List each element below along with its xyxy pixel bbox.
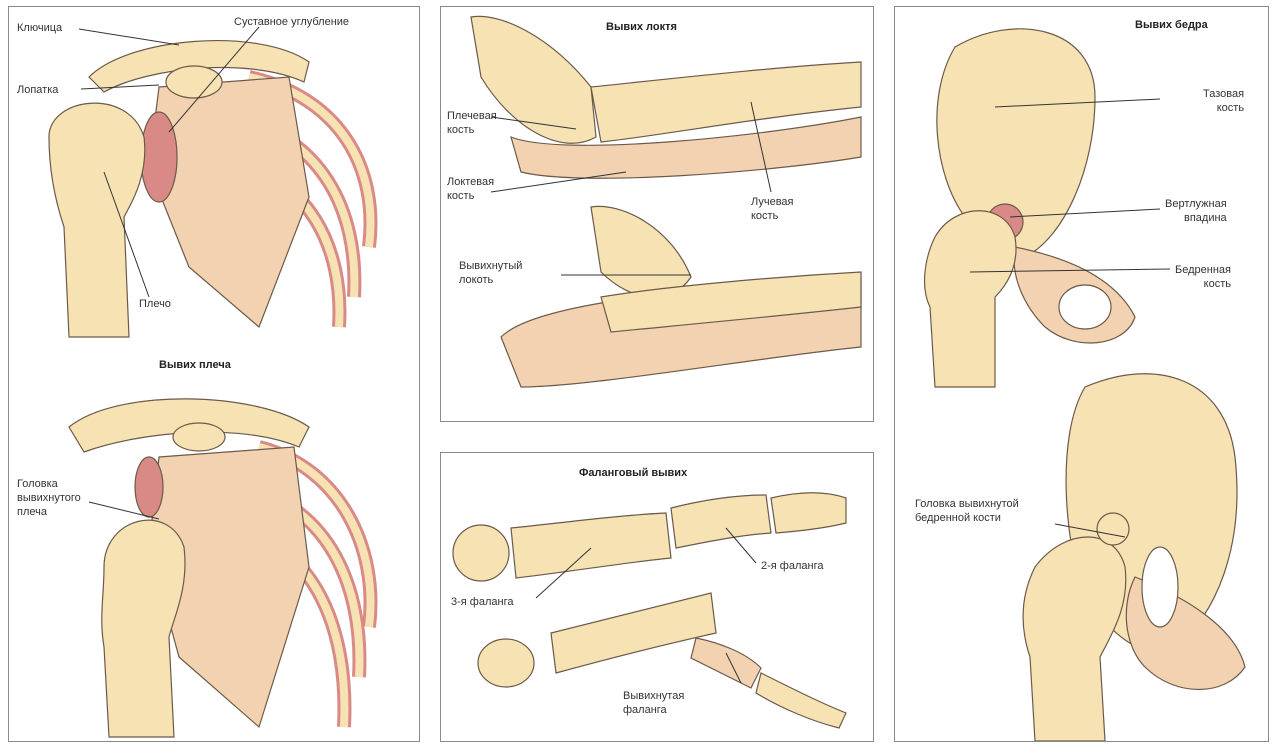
elbow-panel: Вывих локтя Плечевая кость Локтевая кост… <box>440 6 874 422</box>
shoulder-illustration <box>9 7 419 741</box>
scapula-label: Лопатка <box>17 83 58 97</box>
femur-bone <box>925 211 1016 387</box>
dislocated-foramen <box>1142 547 1178 627</box>
hip-illustration <box>895 7 1268 741</box>
third-phalanx-label: 3-я фаланга <box>451 595 513 609</box>
dislocated-phalanx-bone <box>691 638 761 688</box>
obturator-foramen <box>1059 285 1111 329</box>
shoulder-dislocated-drawing <box>69 399 371 737</box>
dislocated-femur-head-label: Головка вывихнутой бедренной кости <box>915 497 1019 525</box>
clavicle-label: Ключица <box>17 21 62 35</box>
third-phalanx-bone <box>511 513 671 578</box>
femur-label: Бедренная кость <box>1175 263 1231 291</box>
phalanx-dislocation-title: Фаланговый вывих <box>579 467 687 479</box>
distal-phalanx-bone <box>771 493 846 533</box>
dislocated-metacarpal-bone <box>478 639 534 687</box>
acetabulum-label: Вертлужная впадина <box>1165 197 1227 225</box>
elbow-humerus-label: Плечевая кость <box>447 109 497 137</box>
dislocated-femur-bone <box>1023 537 1126 741</box>
shoulder-panel: Ключица Суставное углубление Лопатка Пле… <box>8 6 420 742</box>
dislocated-femur-head <box>1097 513 1129 545</box>
dislocated-elbow-label: Вывихнутый локоть <box>459 259 522 287</box>
hip-panel: Вывих бедра Тазовая кость Вертлужная впа… <box>894 6 1269 742</box>
dislocated-phalanx-label: Вывихнутая фаланга <box>623 689 684 717</box>
elbow-dislocation-title: Вывих локтя <box>606 21 677 33</box>
shoulder-dislocation-title: Вывих плеча <box>159 359 231 371</box>
metacarpal-head-bone <box>453 525 509 581</box>
dislocated-distal-bone <box>756 673 846 728</box>
elbow-radius-label: Лучевая кость <box>751 195 794 223</box>
elbow-ulna-label: Локтевая кость <box>447 175 494 203</box>
second-phalanx-bone <box>671 495 771 548</box>
dislocated-shoulder-head-label: Головка вывихнутого плеча <box>17 477 81 519</box>
humerus-label: Плечо <box>139 297 171 311</box>
phalanx-panel: Фаланговый вывих 3-я фаланга 2-я фаланга… <box>440 452 874 742</box>
second-phalanx-label: 2-я фаланга <box>761 559 823 573</box>
elbow-illustration <box>441 7 873 421</box>
glenoid-label: Суставное углубление <box>234 15 349 29</box>
dislocated-humerus-bone <box>591 206 691 297</box>
dislocated-proximal-phalanx-bone <box>551 593 716 673</box>
pelvis-label: Тазовая кость <box>1203 87 1244 115</box>
hip-dislocation-title: Вывих бедра <box>1135 19 1208 31</box>
